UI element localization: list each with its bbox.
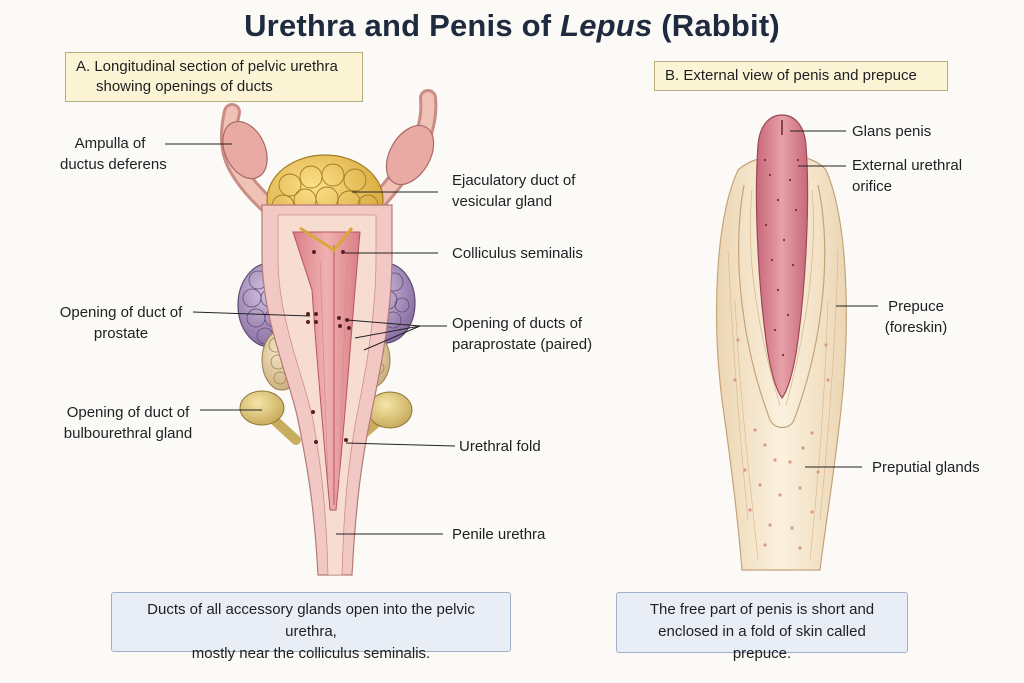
bulbourethral-left (239, 390, 301, 445)
label-penile-urethra: Penile urethra (452, 526, 546, 543)
panel-a-label: A. Longitudinal section of pelvic urethr… (65, 52, 363, 102)
leader-lines-a (165, 143, 456, 535)
page-title: Urethra and Penis of Lepus (Rabbit) (244, 8, 780, 43)
leader-lines-b (790, 130, 878, 468)
panel-b-label: B. External view of penis and prepuce (654, 61, 948, 91)
label-urethral-fold: Urethral fold (459, 438, 541, 455)
note-panel-a: Ducts of all accessory glands open into … (111, 592, 511, 662)
duct-openings (306, 250, 351, 444)
glans-penis (755, 114, 809, 400)
label-prepuce: Prepuce(foreskin) (884, 298, 948, 336)
ampulla-left (222, 120, 268, 180)
pelvic-urethra (261, 204, 393, 576)
label-glans-penis: Glans penis (852, 123, 932, 140)
label-colliculus-seminalis: Colliculus seminalis (452, 245, 583, 262)
ampulla-right (385, 124, 435, 186)
preputial-glands (733, 338, 830, 550)
label-preputial-glands: Preputial glands (872, 459, 980, 476)
